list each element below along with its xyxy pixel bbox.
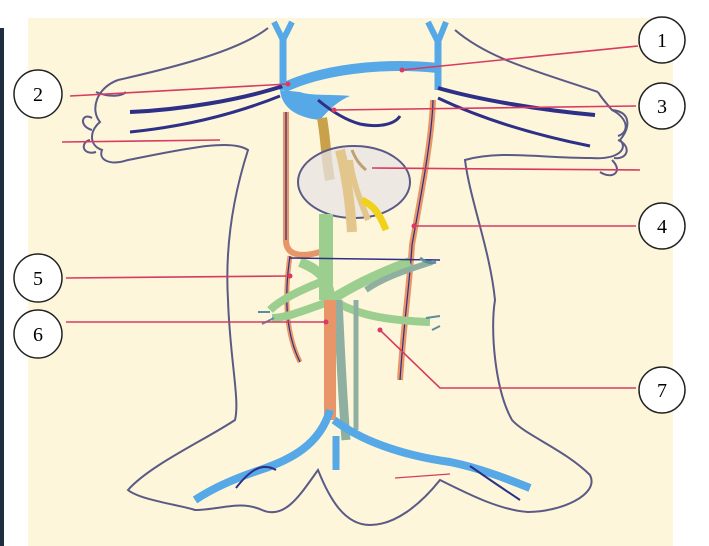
callout-5-label: 5 <box>33 268 43 290</box>
callout-2: 2 <box>14 70 62 118</box>
callout-1-label: 1 <box>657 30 667 52</box>
callout-3: 3 <box>639 83 685 129</box>
callout-4: 4 <box>639 203 685 249</box>
diagram-background <box>28 18 673 546</box>
callout-7: 7 <box>639 367 685 413</box>
left-edge-strip <box>0 28 4 546</box>
callout-3-label: 3 <box>657 96 667 118</box>
callout-5: 5 <box>14 254 62 302</box>
callout-2-label: 2 <box>33 84 43 106</box>
callout-4-label: 4 <box>657 216 667 238</box>
callout-1: 1 <box>639 17 685 63</box>
callout-7-label: 7 <box>657 380 667 402</box>
callout-6: 6 <box>14 310 62 358</box>
callout-6-label: 6 <box>33 324 43 346</box>
